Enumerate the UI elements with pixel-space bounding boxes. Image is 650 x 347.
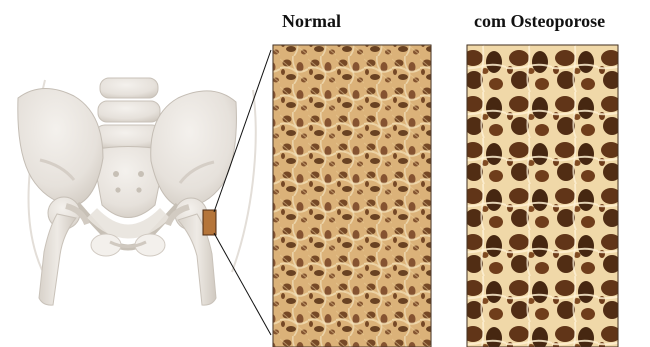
- left-femur: [39, 197, 87, 305]
- osteoporosis-bone-texture-panel: [467, 45, 618, 347]
- normal-bone-texture-panel: [273, 45, 431, 347]
- normal-bone-label: Normal: [282, 10, 341, 32]
- pelvis-illustration: [18, 78, 256, 305]
- left-ilium: [18, 88, 103, 206]
- highlighted-sample-area: [203, 210, 216, 235]
- osteoporosis-bone-label: com Osteoporose: [474, 10, 605, 32]
- zoom-line-bottom: [214, 233, 271, 335]
- right-ilium: [151, 91, 237, 208]
